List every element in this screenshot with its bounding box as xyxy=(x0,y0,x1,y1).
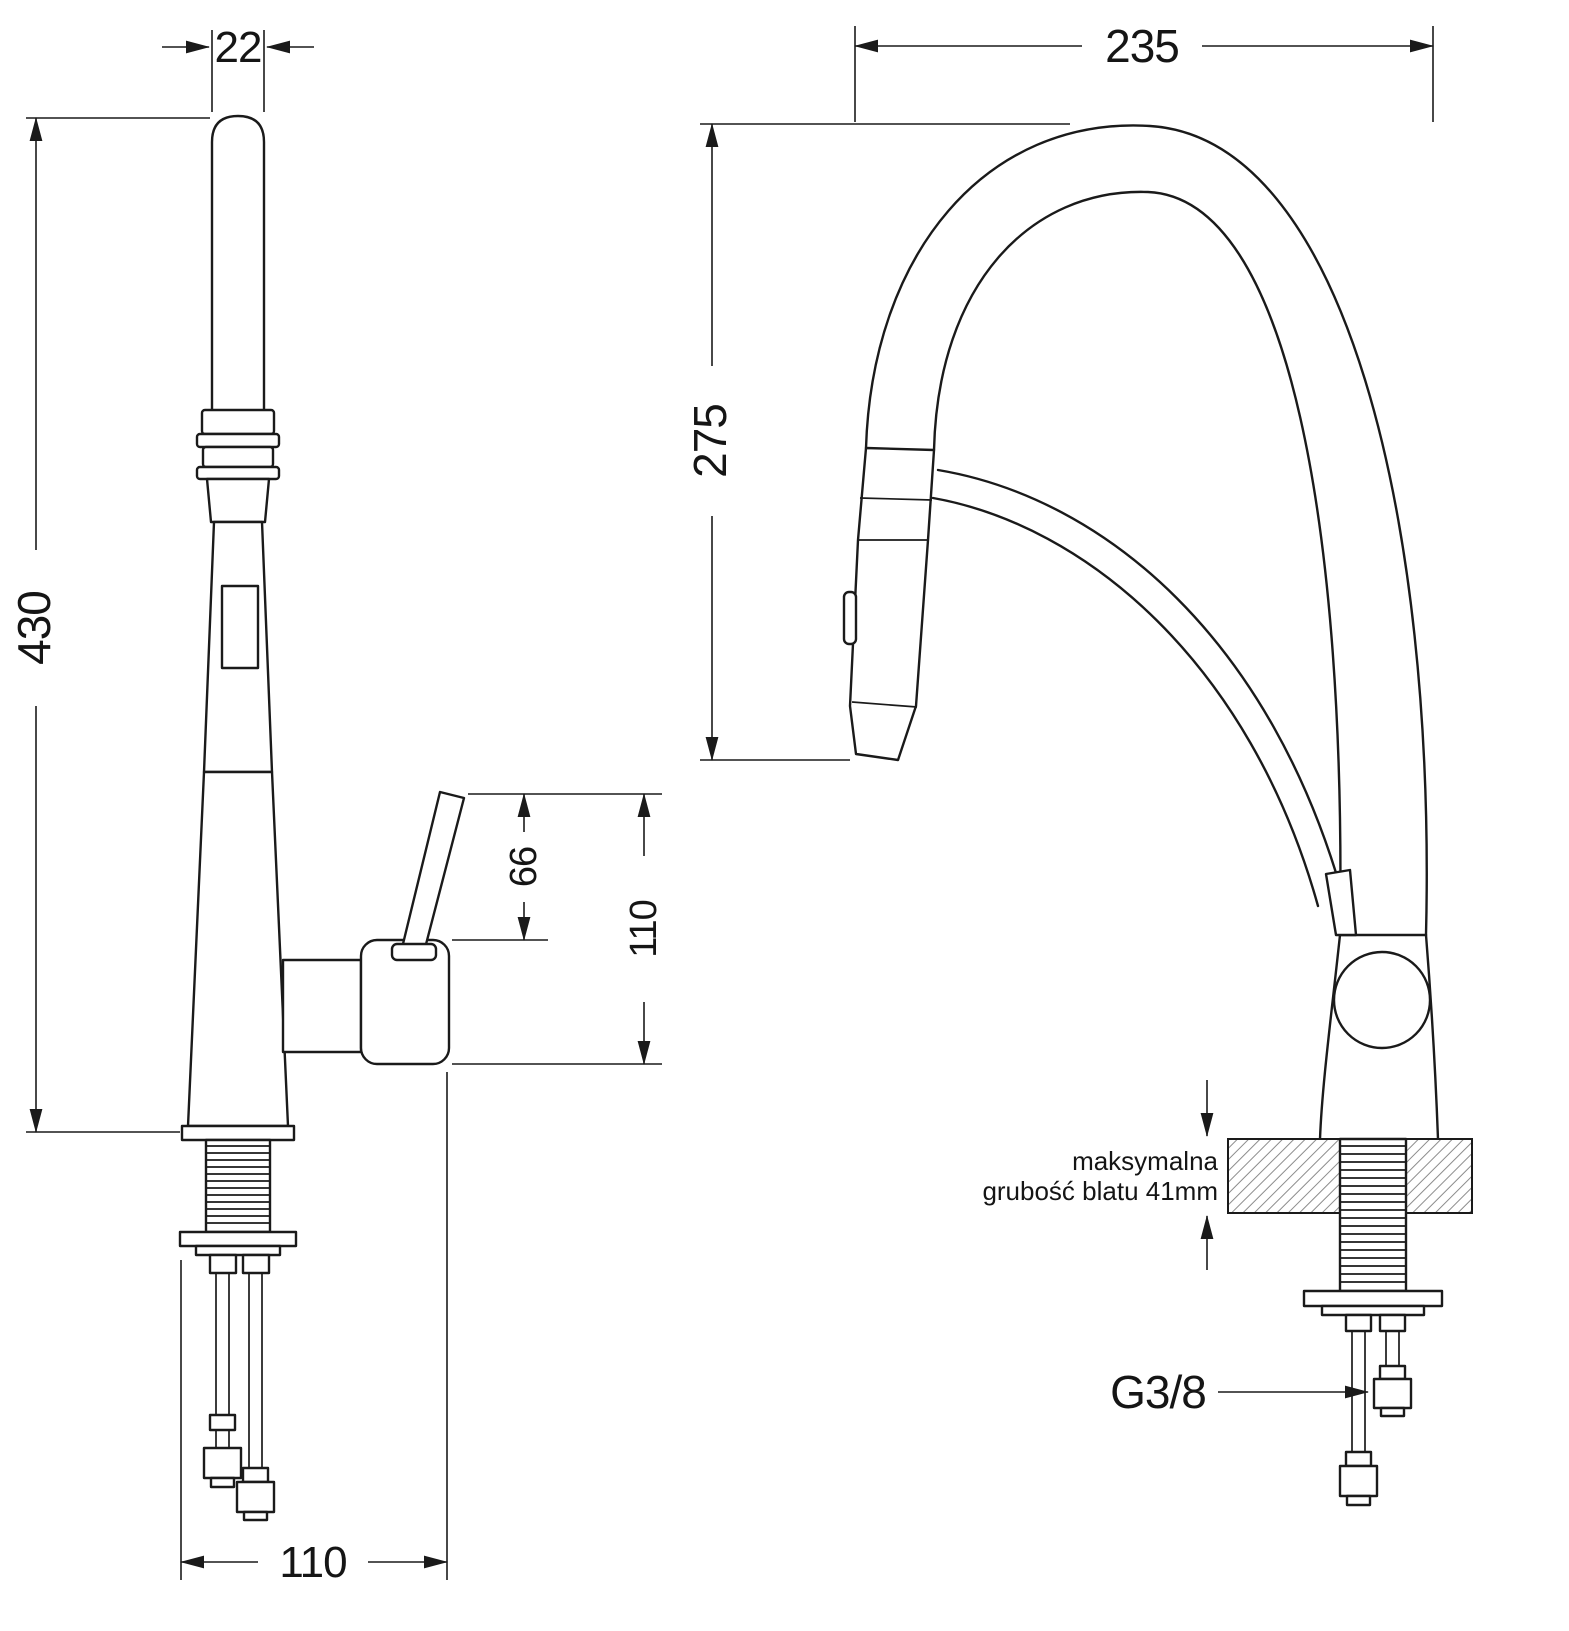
hose-fitting xyxy=(1344,1313,1373,1333)
dim-label-235: 235 xyxy=(1105,20,1179,72)
supply-hose-right xyxy=(1385,1331,1400,1366)
flex-hose xyxy=(936,468,1346,902)
spray-head xyxy=(848,446,936,762)
countertop-note-line1: maksymalna xyxy=(1072,1146,1218,1176)
dim-label-110v: 110 xyxy=(623,900,665,958)
lever-pivot xyxy=(390,942,438,962)
body-window xyxy=(220,584,260,670)
spout-pipe xyxy=(210,114,266,414)
faucet-side-body xyxy=(178,114,466,1522)
handle-lever xyxy=(400,790,466,954)
dim-label-22: 22 xyxy=(215,23,262,72)
hose-fitting xyxy=(241,1253,271,1275)
countertop-left xyxy=(1227,1138,1341,1214)
dim-spout-reach: 235 xyxy=(854,20,1434,122)
dim-label-275: 275 xyxy=(684,404,736,478)
joint-ball xyxy=(1332,950,1432,1050)
mounting-plate xyxy=(1302,1289,1444,1308)
nut-tip xyxy=(1379,1406,1406,1418)
dim-spout-diameter: 22 xyxy=(162,23,314,112)
neck-connector xyxy=(205,477,271,524)
thread-label: G3/8 xyxy=(1110,1366,1206,1418)
countertop-note-line2: grubość blatu 41mm xyxy=(982,1176,1218,1206)
dim-base-depth: 110 xyxy=(180,1072,448,1587)
aerator-ring xyxy=(195,432,281,449)
nut-tip xyxy=(1345,1494,1372,1507)
hex-nut xyxy=(1338,1464,1379,1498)
nut-tip xyxy=(209,1476,236,1489)
thread-lines xyxy=(1340,1145,1406,1283)
spray-button xyxy=(842,590,858,646)
dim-handle-total-height: 110 xyxy=(452,793,666,1065)
aerator-ring xyxy=(195,465,281,481)
mounting-washer xyxy=(194,1244,282,1257)
thread-callout: G3/8 xyxy=(1110,1366,1369,1418)
faucet-front-body xyxy=(842,124,1473,1507)
neck-inner xyxy=(932,190,1342,937)
dim-handle-height: 66 xyxy=(452,793,662,941)
right-view: 235 275 maksymalna grubość blatu 41mm G3… xyxy=(684,20,1473,1507)
hose-connector xyxy=(1344,1450,1373,1468)
hose-fitting xyxy=(208,1253,238,1275)
thread-lines xyxy=(206,1145,270,1224)
dim-label-110h: 110 xyxy=(279,1538,346,1587)
upper-body xyxy=(202,520,274,774)
mounting-plate xyxy=(178,1230,298,1248)
dim-spout-height: 275 xyxy=(684,123,1070,761)
countertop-note: maksymalna grubość blatu 41mm xyxy=(982,1080,1219,1270)
hose-connector xyxy=(241,1466,270,1484)
supply-hose-right xyxy=(248,1273,263,1468)
hose-connector xyxy=(1378,1364,1407,1381)
body-column-right xyxy=(1424,933,1440,1141)
left-view: 22 430 66 110 xyxy=(8,23,666,1587)
countertop-right xyxy=(1405,1138,1473,1214)
base-flange xyxy=(180,1124,296,1142)
body-column-left xyxy=(1318,933,1342,1141)
lever-front xyxy=(1324,868,1358,937)
dim-total-height: 430 xyxy=(8,117,210,1133)
dim-label-430: 430 xyxy=(8,591,60,665)
lower-body xyxy=(186,770,290,1128)
supply-hose-left xyxy=(215,1273,230,1448)
side-arm xyxy=(281,958,363,1054)
aerator-band xyxy=(200,408,276,436)
mounting-washer xyxy=(1320,1304,1426,1317)
hex-nut xyxy=(202,1446,243,1480)
neck-outer xyxy=(864,124,1428,937)
hex-nut xyxy=(235,1480,276,1514)
dim-label-66: 66 xyxy=(503,847,545,887)
aerator-band xyxy=(201,445,275,469)
hose-fitting xyxy=(1378,1313,1407,1333)
hose-connector xyxy=(208,1413,237,1432)
flex-hose xyxy=(931,496,1320,908)
nut-tip xyxy=(242,1510,269,1522)
hex-nut xyxy=(1372,1377,1413,1410)
